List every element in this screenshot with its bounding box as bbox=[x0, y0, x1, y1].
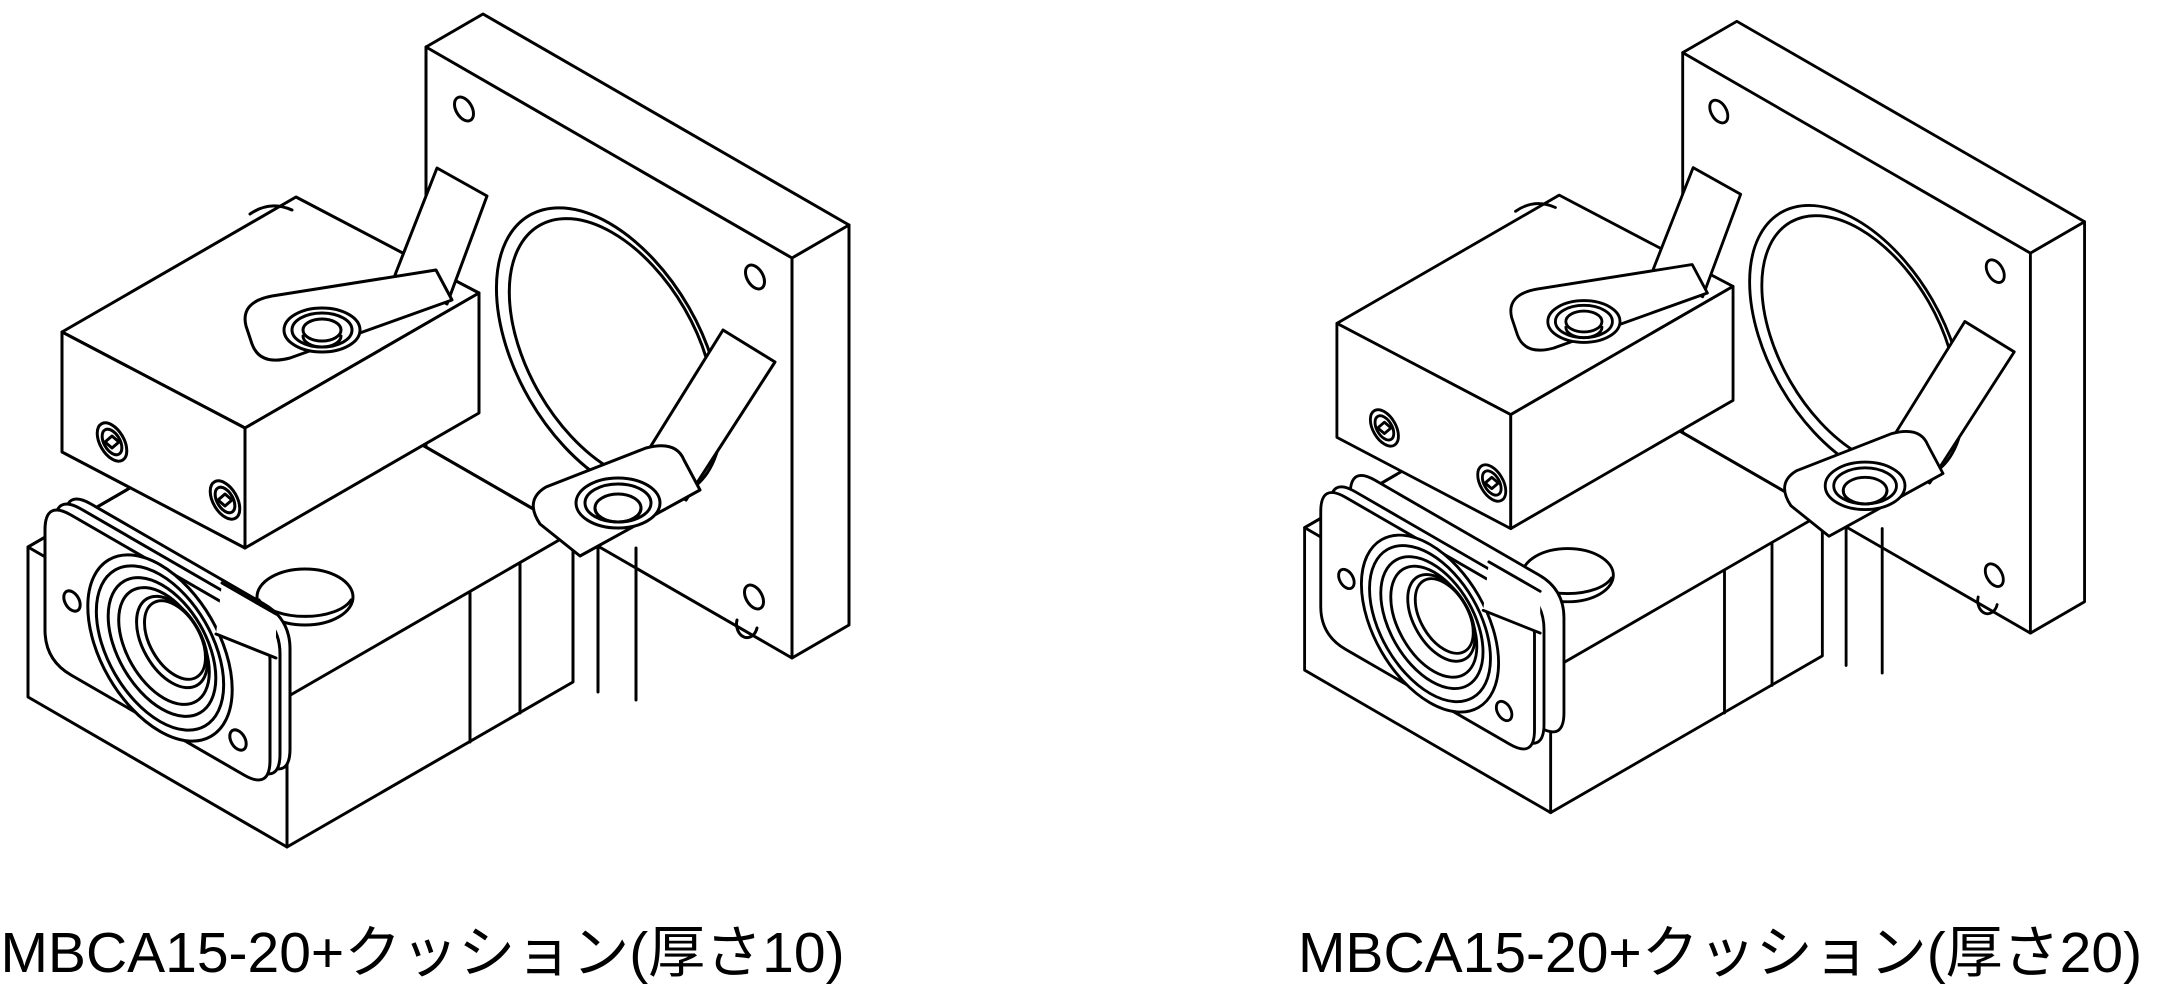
caption-right: MBCA15-20+クッション(厚さ20) bbox=[1297, 921, 2143, 985]
figure-left-drawing bbox=[26, 12, 851, 849]
caption-left: MBCA15-20+クッション(厚さ10) bbox=[0, 921, 845, 985]
figure-right-drawing bbox=[1303, 19, 2086, 815]
